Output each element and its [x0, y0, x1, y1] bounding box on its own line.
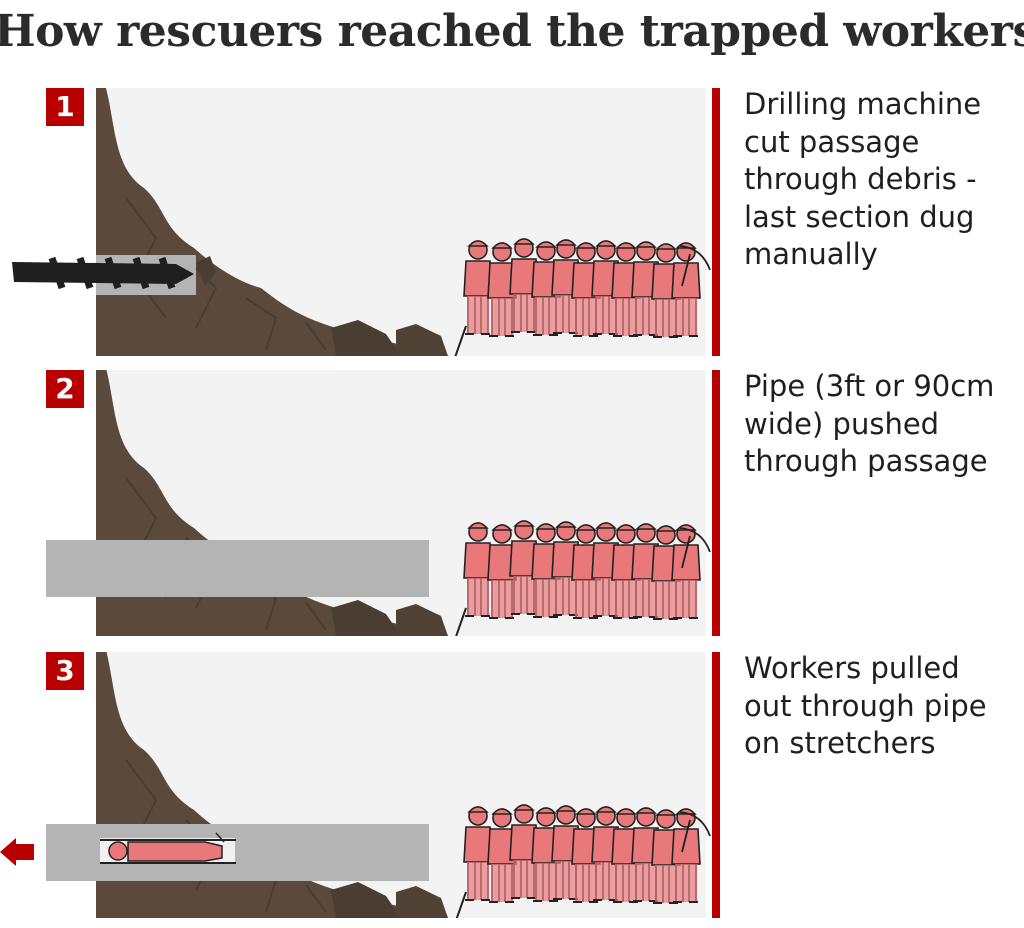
step-caption: Drilling machine cut passage through deb…	[744, 87, 982, 271]
rescue-pipe	[46, 540, 429, 597]
step-number-badge: 1	[46, 88, 84, 126]
step-number-badge: 3	[46, 652, 84, 690]
step-divider	[712, 88, 720, 356]
step-number-badge: 2	[46, 370, 84, 408]
drill-auger-icon	[12, 256, 194, 290]
step-2-panel: 2 Pipe (3ft or 90cm wide) pushed through…	[0, 369, 1024, 636]
step-caption: Workers pulled out through pipe on stret…	[744, 651, 987, 760]
debris-chunk	[196, 256, 216, 286]
step-divider	[712, 370, 720, 636]
step-divider	[712, 652, 720, 918]
step-3-illustration	[0, 652, 1024, 918]
step-2-illustration	[46, 370, 1024, 636]
page-title: How rescuers reached the trapped workers	[0, 6, 1024, 57]
step-1-panel: 1 Drilling machine cut passage through d…	[0, 87, 1024, 356]
exit-arrow-icon	[0, 838, 34, 866]
step-caption: Pipe (3ft or 90cm wide) pushed through p…	[744, 369, 995, 478]
step-3-panel: 3 Workers pulled out through pipe on str…	[0, 651, 1024, 918]
stretcher-worker-icon	[100, 832, 236, 864]
step-1-illustration	[12, 88, 1024, 356]
